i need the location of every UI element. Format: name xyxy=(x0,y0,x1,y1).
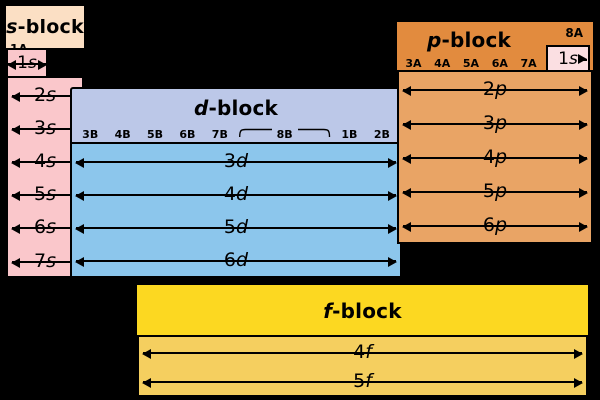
orbital-label-5p: 5p xyxy=(482,180,508,202)
f-block-title-italic: f xyxy=(323,299,333,323)
f-block-title-rest: -block xyxy=(332,299,402,323)
orbital-row-2p: 2p xyxy=(399,72,591,106)
group-label-3a: 3A xyxy=(405,57,422,70)
d-block-title-rest: -block xyxy=(208,96,279,120)
orbital-row-3d: 3d xyxy=(72,144,400,177)
orbital-label-4f: 4f xyxy=(353,340,372,363)
measure-arrow-2p xyxy=(402,86,588,96)
orbital-row-5p: 5p xyxy=(399,174,591,208)
group-label-4a: 4A xyxy=(434,57,451,70)
orbital-label-4s: 4s xyxy=(34,149,56,172)
orbital-row-5f: 5f xyxy=(139,366,586,395)
measure-arrow-6d xyxy=(75,256,397,267)
f-block-body: 4f 5f xyxy=(137,335,588,397)
orbital-label-5s: 5s xyxy=(34,183,56,206)
group-label-8a: 8A xyxy=(565,26,583,40)
s-block-header: s-block xyxy=(6,6,84,48)
s-block-title: s-block xyxy=(6,16,84,38)
orbital-row-3p: 3p xyxy=(399,106,591,140)
orbital-label-6s: 6s xyxy=(34,216,56,239)
group-label-4b: 4B xyxy=(114,128,131,141)
orbital-label-6d: 6d xyxy=(223,248,249,271)
helium-1s-cell: 1s xyxy=(546,45,590,72)
s-block-title-italic: s xyxy=(6,16,18,38)
group-label-3b: 3B xyxy=(82,128,99,141)
measure-arrow-4p xyxy=(402,154,588,164)
orbital-row-4f: 4f xyxy=(139,337,586,366)
orbital-row-5d: 5d xyxy=(72,210,400,243)
orbital-label-6p: 6p xyxy=(482,214,508,236)
group-label-2a: 2A xyxy=(49,61,67,75)
measure-arrow-3p xyxy=(402,120,588,130)
f-block: f-block 4f 5f xyxy=(137,285,588,397)
measure-arrow-5p xyxy=(402,188,588,198)
measure-arrow-1s xyxy=(7,60,47,70)
s-block-title-rest: -block xyxy=(17,16,84,38)
group-label-1b: 1B xyxy=(341,128,358,141)
group-label-7b: 7B xyxy=(211,128,228,141)
orbital-label-4d: 4d xyxy=(223,182,249,205)
orbital-label-7s: 7s xyxy=(34,249,56,272)
p-block-group-labels: 3A 4A 5A 6A 7A xyxy=(399,58,543,69)
p-block-body: 2p 3p 4p 5p 6p xyxy=(397,70,593,244)
orbital-label-2p: 2p xyxy=(482,78,508,100)
p-block-title-rest: -block xyxy=(441,28,512,52)
orbital-label-3s: 3s xyxy=(34,116,56,139)
group-label-6b: 6B xyxy=(179,128,196,141)
measure-arrow-5f xyxy=(142,377,583,388)
group-label-7a: 7A xyxy=(520,57,537,70)
orbital-label-3p: 3p xyxy=(482,112,508,134)
orbital-label-3d: 3d xyxy=(223,149,249,172)
d-block-title-italic: d xyxy=(193,96,209,120)
p-block-title: p-block xyxy=(397,28,541,52)
group-label-5a: 5A xyxy=(462,57,480,70)
d-block-body: 3d 4d 5d 6d xyxy=(70,142,402,278)
orbital-label-1s: 1s xyxy=(17,53,37,73)
orbital-row-6d: 6d xyxy=(72,243,400,276)
measure-arrow-4d xyxy=(75,190,397,201)
group-label-6a: 6A xyxy=(491,57,508,70)
p-block-title-italic: p xyxy=(426,28,442,52)
orbital-label-4p: 4p xyxy=(482,146,508,168)
d-block: d-block 3B 4B 5B 6B 7B 8B 1B 2B xyxy=(70,87,402,278)
measure-arrow-3d xyxy=(75,157,397,168)
group-label-8b: 8B xyxy=(236,128,333,141)
orbital-label-5d: 5d xyxy=(223,215,249,238)
measure-arrow-5d xyxy=(75,223,397,234)
measure-arrow-6p xyxy=(402,222,588,232)
f-block-header: f-block xyxy=(137,285,588,337)
d-block-group-labels: 3B 4B 5B 6B 7B 8B 1B 2B xyxy=(74,128,398,141)
p-block: p-block 8A 3A 4A 5A 6A 7A 1s 2p 3p xyxy=(397,22,593,244)
helium-arrow-head xyxy=(578,53,587,64)
orbital-row-1s: 1s xyxy=(6,48,48,78)
orbital-row-4p: 4p xyxy=(399,140,591,174)
orbital-label-5f: 5f xyxy=(353,369,372,392)
orbital-row-4d: 4d xyxy=(72,177,400,210)
f-block-title: f-block xyxy=(323,299,401,323)
group-label-2b: 2B xyxy=(373,128,390,141)
measure-arrow-4f xyxy=(142,348,583,359)
orbital-row-6p: 6p xyxy=(399,208,591,242)
group-label-5b: 5B xyxy=(146,128,164,141)
d-block-header: d-block 3B 4B 5B 6B 7B 8B 1B 2B xyxy=(70,87,402,144)
orbital-label-1s-helium: 1s xyxy=(558,48,578,69)
d-block-title: d-block xyxy=(72,96,400,120)
orbital-label-2s: 2s xyxy=(34,83,56,106)
